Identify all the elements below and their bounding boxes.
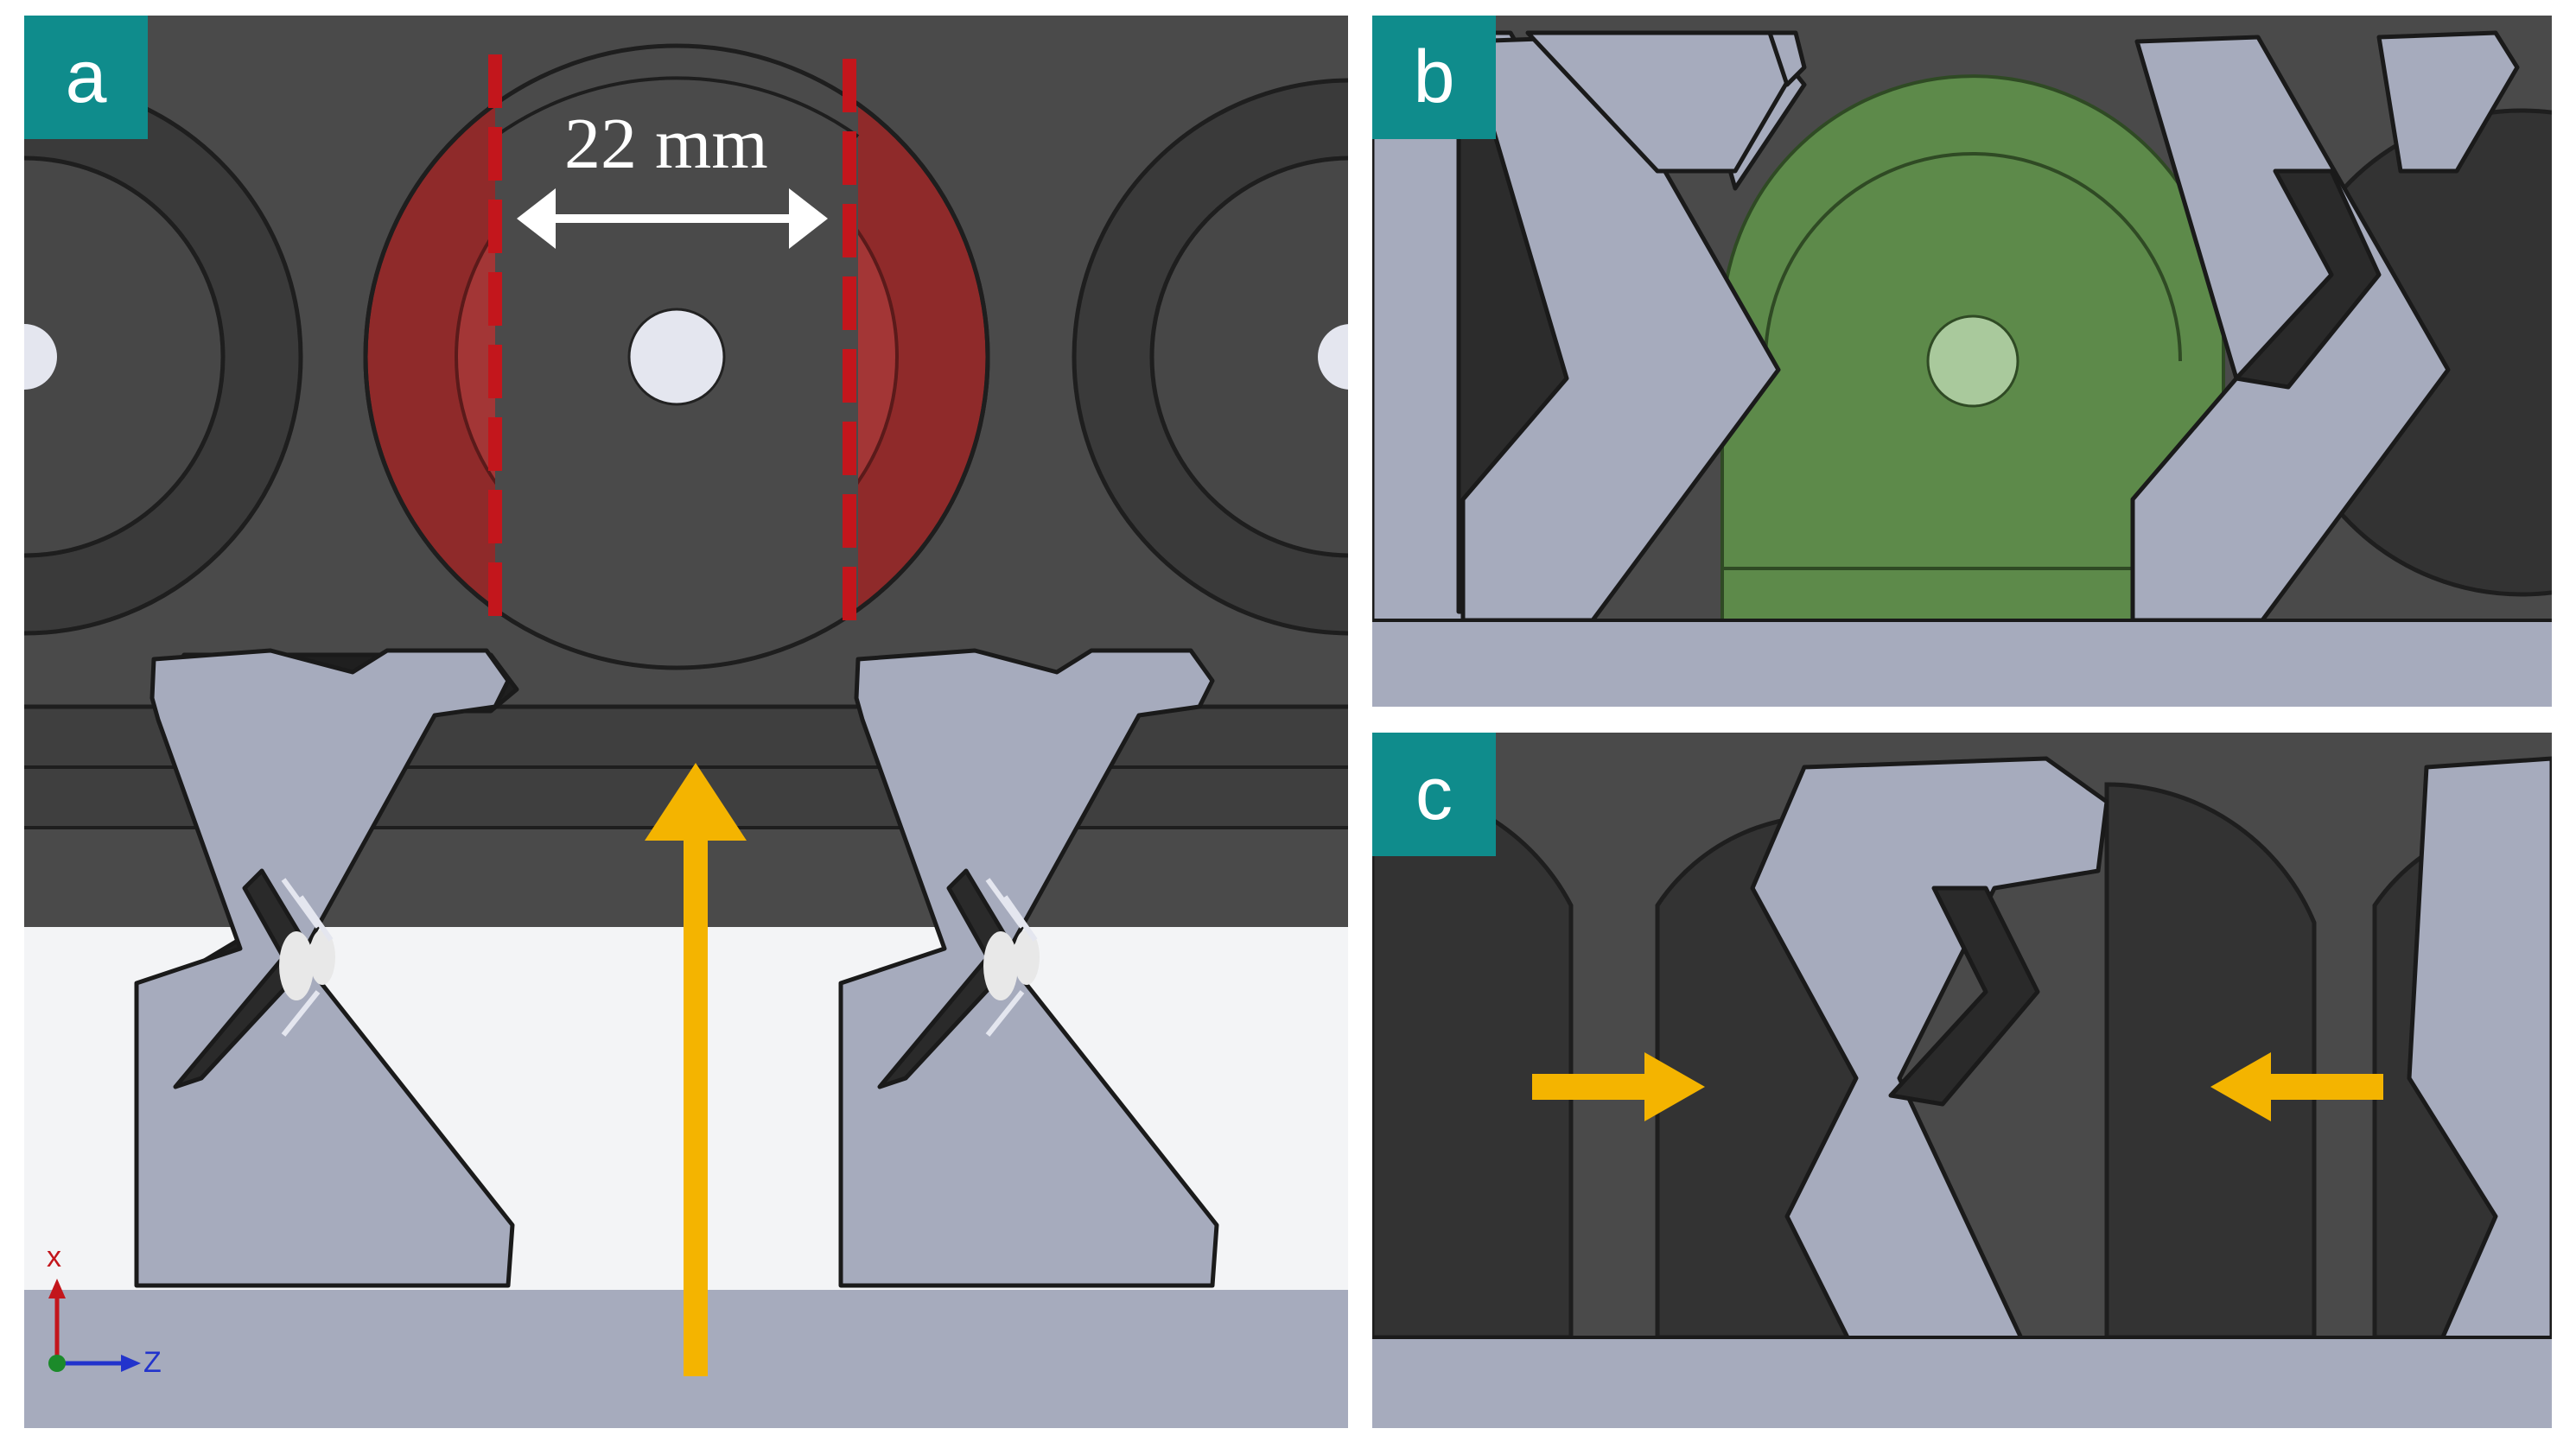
axis-label-z: Z — [143, 1346, 162, 1379]
panel-b: b — [1372, 16, 2552, 707]
center-hole — [627, 308, 726, 406]
right-cup — [1072, 78, 1348, 636]
green-center-hole — [1926, 314, 2019, 408]
axis-label-x: x — [47, 1241, 61, 1273]
panel-b-drawing — [1372, 16, 2552, 707]
arrow-left-icon — [2210, 1052, 2383, 1121]
panel-a-drawing — [24, 16, 1348, 1428]
arrow-up-icon — [645, 763, 747, 1376]
panel-tag-a: a — [24, 16, 148, 139]
panel-c: c — [1372, 733, 2552, 1428]
dimension-label: 22 mm — [564, 104, 768, 184]
panel-tag-c: c — [1372, 733, 1496, 856]
panel-tag-b: b — [1372, 16, 1496, 139]
arrow-right-icon — [1532, 1052, 1705, 1121]
coordinate-triad-icon — [48, 1279, 141, 1372]
panel-a: a 22 mm x Z — [24, 16, 1348, 1428]
double-arrow-icon — [517, 188, 828, 249]
panel-c-drawing — [1372, 733, 2552, 1428]
left-cup — [24, 78, 303, 636]
